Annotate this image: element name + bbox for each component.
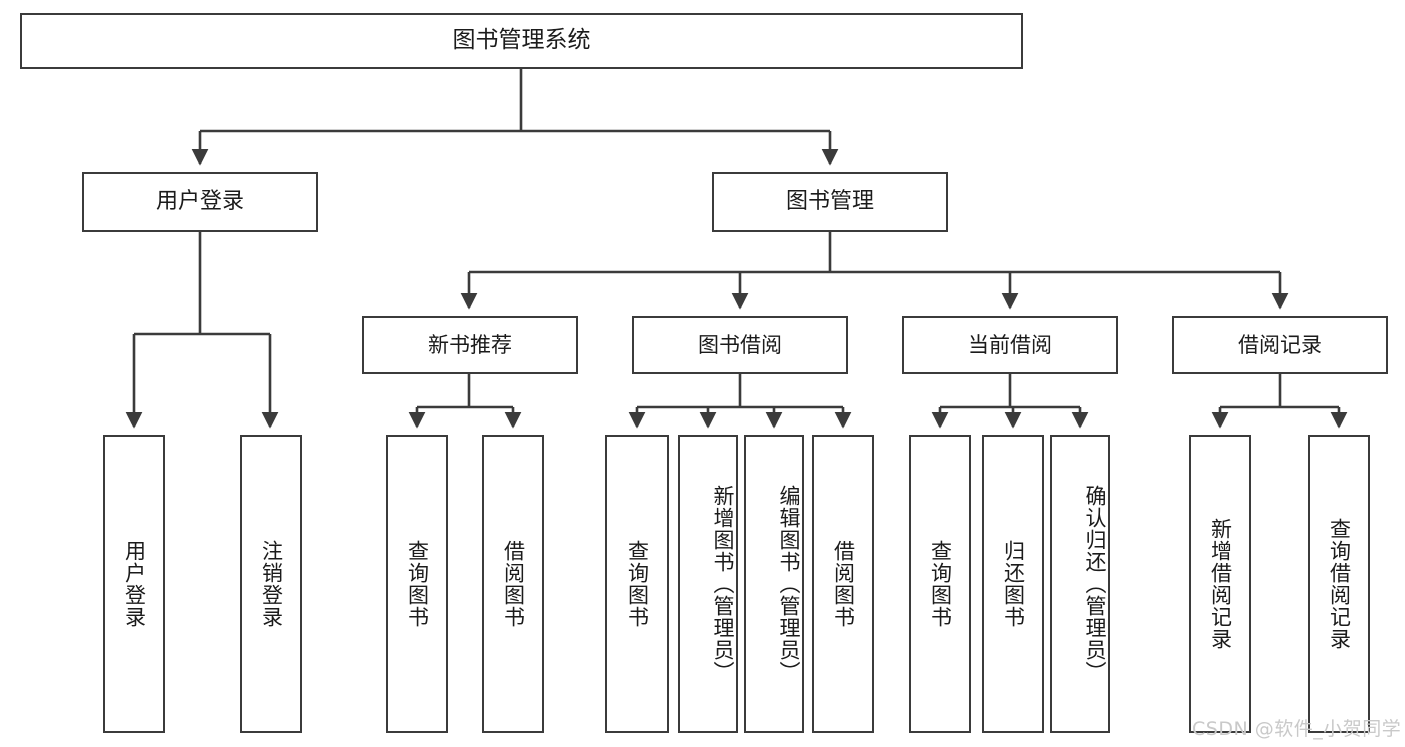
node-leaf-add-record-label: 新增借阅记录: [1208, 518, 1233, 650]
watermark-text: CSDN @软件_小贺同学: [1192, 718, 1402, 740]
node-user-login-label: 用户登录: [155, 188, 244, 214]
node-leaf-user-login[interactable]: 用户登录: [103, 435, 165, 733]
node-new-book-recommend[interactable]: 新书推荐: [362, 316, 578, 374]
node-book-manage-label: 图书管理: [785, 188, 874, 214]
node-leaf-query-book-1[interactable]: 查询图书: [386, 435, 448, 733]
node-leaf-edit-book[interactable]: 编辑图书（管理员）: [744, 435, 804, 733]
node-leaf-return-book[interactable]: 归还图书: [982, 435, 1044, 733]
node-leaf-borrow-book-2[interactable]: 借阅图书: [812, 435, 874, 733]
node-leaf-query-record-label: 查询借阅记录: [1327, 518, 1352, 650]
node-leaf-query-record[interactable]: 查询借阅记录: [1308, 435, 1370, 733]
node-borrow-record-label: 借阅记录: [1238, 332, 1322, 357]
node-book-borrow[interactable]: 图书借阅: [632, 316, 848, 374]
node-current-borrow-label: 当前借阅: [968, 332, 1052, 357]
node-leaf-add-book-label: 新增图书（管理员）: [711, 485, 735, 683]
node-leaf-return-book-label: 归还图书: [1001, 540, 1026, 628]
node-leaf-confirm-return-label: 确认归还（管理员）: [1083, 485, 1107, 683]
node-leaf-user-logout-label: 注销登录: [259, 540, 284, 628]
node-current-borrow[interactable]: 当前借阅: [902, 316, 1118, 374]
node-leaf-user-logout[interactable]: 注销登录: [240, 435, 302, 733]
node-book-manage[interactable]: 图书管理: [712, 172, 948, 232]
node-leaf-query-book-1-label: 查询图书: [405, 540, 430, 628]
node-leaf-add-book[interactable]: 新增图书（管理员）: [678, 435, 738, 733]
node-leaf-borrow-book-2-label: 借阅图书: [831, 540, 856, 628]
node-root-label: 图书管理系统: [452, 27, 591, 54]
node-leaf-add-record[interactable]: 新增借阅记录: [1189, 435, 1251, 733]
node-leaf-query-book-3[interactable]: 查询图书: [909, 435, 971, 733]
node-leaf-query-book-3-label: 查询图书: [928, 540, 953, 628]
node-leaf-query-book-2-label: 查询图书: [625, 540, 650, 628]
node-leaf-confirm-return[interactable]: 确认归还（管理员）: [1050, 435, 1110, 733]
node-leaf-user-login-label: 用户登录: [122, 540, 147, 628]
node-book-borrow-label: 图书借阅: [698, 332, 782, 357]
node-borrow-record[interactable]: 借阅记录: [1172, 316, 1388, 374]
node-new-book-recommend-label: 新书推荐: [428, 332, 512, 357]
node-leaf-query-book-2[interactable]: 查询图书: [605, 435, 669, 733]
node-user-login[interactable]: 用户登录: [82, 172, 318, 232]
node-leaf-borrow-book-1[interactable]: 借阅图书: [482, 435, 544, 733]
node-root[interactable]: 图书管理系统: [20, 13, 1023, 69]
node-leaf-borrow-book-1-label: 借阅图书: [501, 540, 526, 628]
node-leaf-edit-book-label: 编辑图书（管理员）: [777, 485, 801, 683]
